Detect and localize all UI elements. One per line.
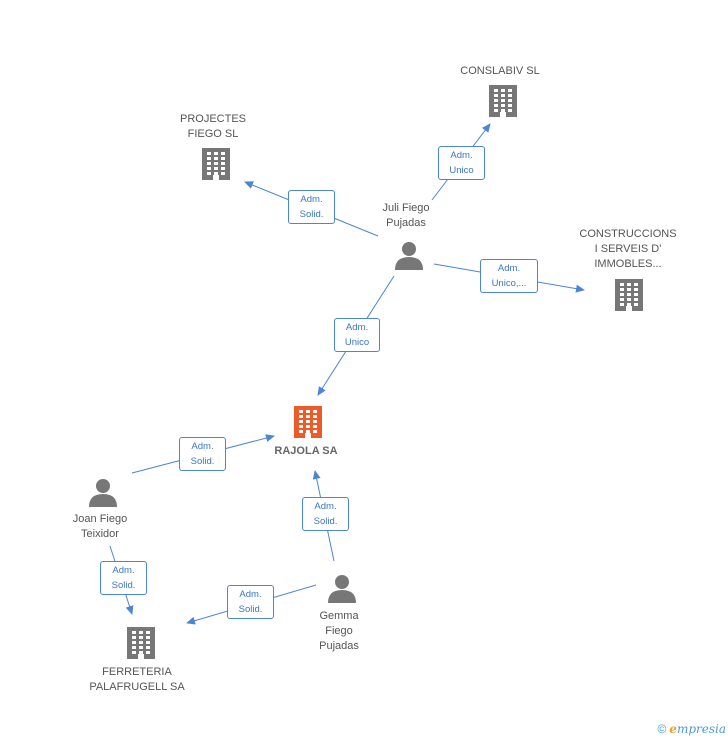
node-label-joan[interactable]: Joan Fiego Teixidor	[72, 513, 128, 540]
edges-group	[109, 123, 585, 625]
edge-label-juli-construccions: Adm. Unico,...	[480, 259, 538, 293]
edge-label-juli-projectes: Adm. Solid.	[288, 190, 335, 224]
node-label-conslabiv[interactable]: CONSLABIV SL	[460, 65, 540, 77]
footer-brand: © empresia	[657, 722, 726, 736]
building-icon[interactable]	[202, 148, 230, 180]
node-label-rajola[interactable]: RAJOLA SA	[274, 445, 338, 457]
node-label-gemma[interactable]: Gemma Fiego Pujadas	[319, 610, 359, 652]
edge-label-juli-conslabiv: Adm. Unico	[438, 146, 485, 180]
copyright-icon: ©	[657, 722, 667, 736]
node-label-juli[interactable]: Juli Fiego Pujadas	[382, 202, 430, 229]
person-icon[interactable]	[395, 242, 423, 270]
node-label-projectes[interactable]: PROJECTES FIEGO SL	[179, 113, 246, 140]
edge-label-gemma-ferreteria: Adm. Solid.	[227, 585, 274, 619]
building-icon[interactable]	[294, 406, 322, 438]
building-icon[interactable]	[615, 279, 643, 311]
edge-label-juli-rajola: Adm. Unico	[334, 318, 380, 352]
node-label-construccions[interactable]: CONSTRUCCIONS I SERVEIS D' IMMOBLES...	[579, 228, 677, 270]
node-label-ferreteria[interactable]: FERRETERIA PALAFRUGELL SA	[89, 666, 185, 693]
building-icon[interactable]	[127, 627, 155, 659]
brand-logo: empresia	[669, 722, 726, 736]
building-icon[interactable]	[489, 85, 517, 117]
person-icon[interactable]	[89, 479, 117, 507]
edge-label-gemma-rajola: Adm. Solid.	[302, 497, 349, 531]
edge-label-joan-ferreteria: Adm. Solid.	[100, 561, 147, 595]
edge-label-joan-rajola: Adm. Solid.	[179, 437, 226, 471]
person-icon[interactable]	[328, 575, 356, 603]
